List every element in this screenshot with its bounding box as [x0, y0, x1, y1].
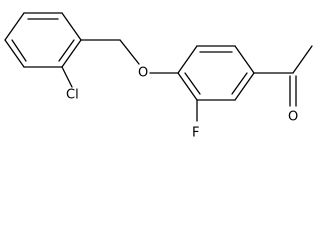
bond: [177, 45, 198, 74]
bond-carbonyl-to-methyl: [292, 45, 313, 74]
bond-ch2-to-oxygen: [119, 39, 140, 65]
double-bond-inner: [58, 39, 75, 62]
bond: [4, 12, 25, 41]
bond: [234, 72, 255, 101]
ether-oxygen-atom-label: O: [138, 66, 148, 81]
fluorophenyl-ring: [177, 45, 255, 101]
double-bond-inner: [231, 72, 248, 95]
bond: [61, 39, 82, 68]
double-bond-inner: [184, 72, 201, 95]
fluorine-atom-label: F: [192, 126, 199, 141]
chlorophenyl-ring: [4, 12, 82, 68]
chlorine-atom-label: Cl: [66, 88, 79, 103]
bond-to-chlorine: [61, 66, 73, 88]
double-bond-inner: [11, 39, 27, 62]
bond: [61, 12, 82, 41]
bond: [234, 45, 255, 74]
bond: [177, 72, 198, 101]
structure-diagram: Cl O F O: [4, 12, 313, 141]
bond: [4, 39, 25, 68]
carbonyl-oxygen-atom-label: O: [288, 110, 298, 125]
